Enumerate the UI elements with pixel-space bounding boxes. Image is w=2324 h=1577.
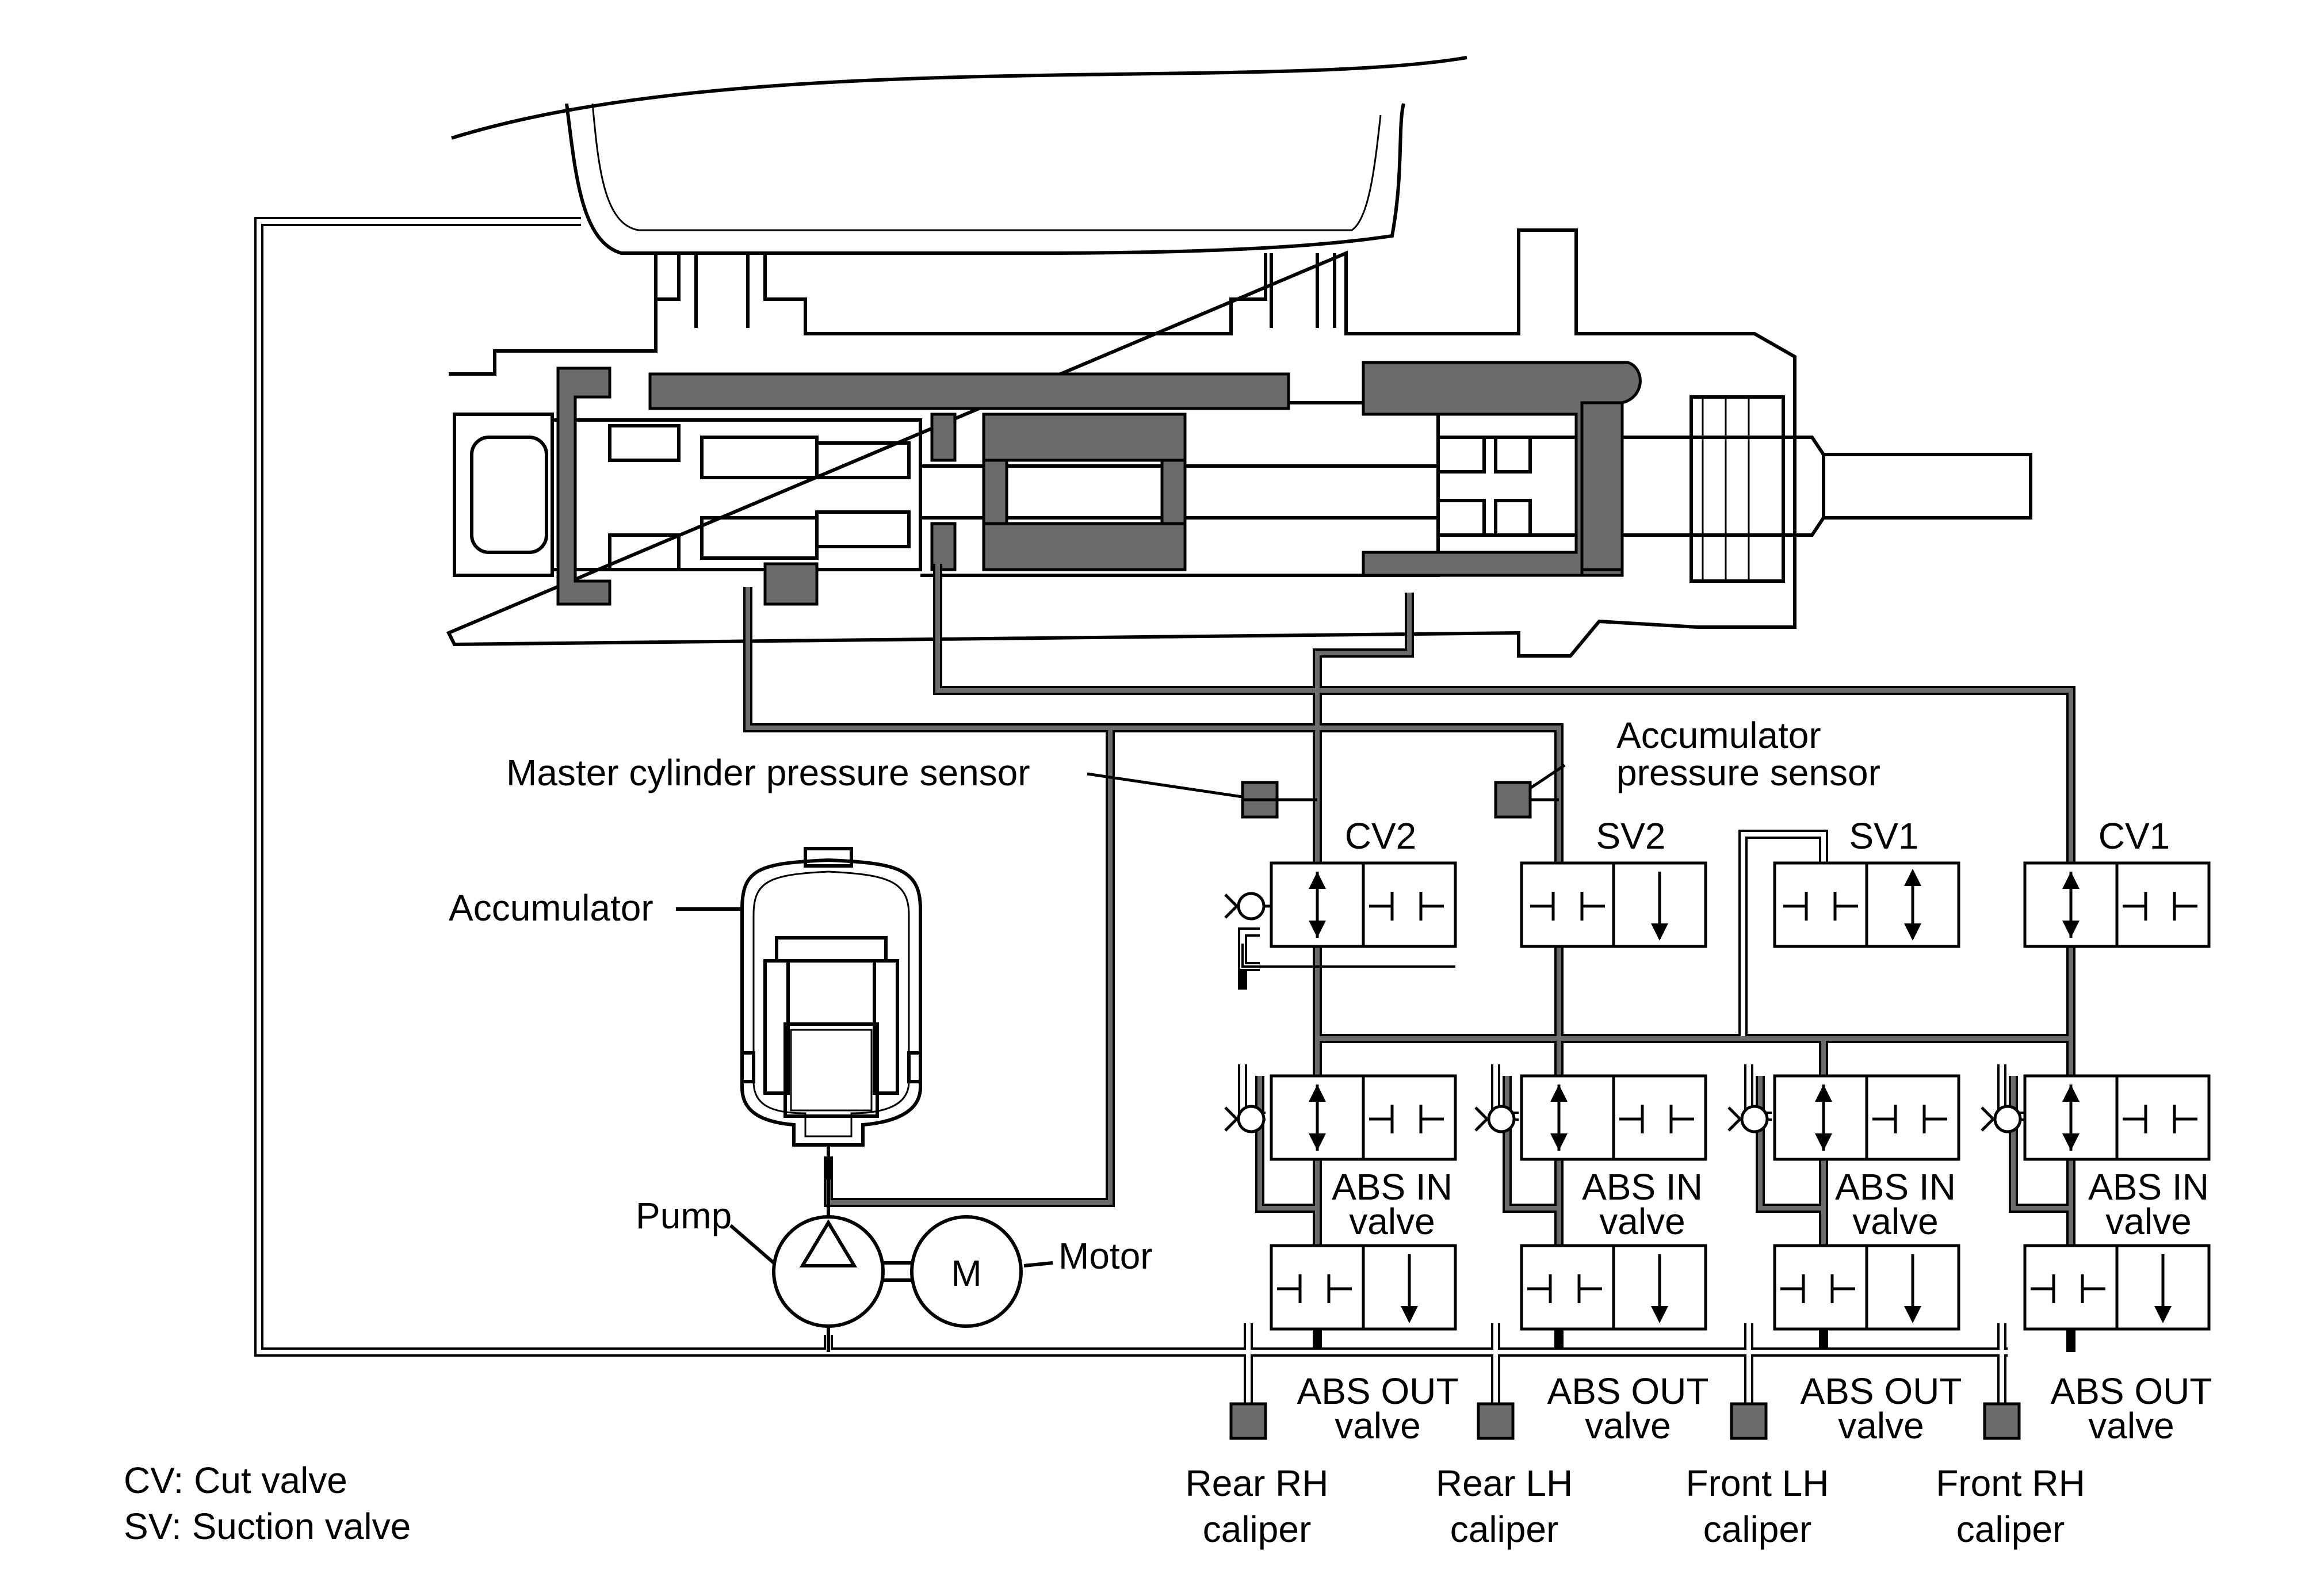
abs-in-label-rear-lh-line1: ABS IN bbox=[1582, 1166, 1703, 1208]
caliper-label-rear-rh-line1: Rear RH bbox=[1186, 1463, 1329, 1504]
abs-out-label-front-rh-line1: ABS OUT bbox=[2051, 1370, 2212, 1412]
caliper-front-lh bbox=[1730, 1402, 1768, 1440]
abs-in-label-rear-rh-line2: valve bbox=[1349, 1201, 1435, 1242]
caliper-rear-lh bbox=[1477, 1402, 1515, 1440]
legend-sv: SV: Suction valve bbox=[124, 1506, 411, 1547]
motor bbox=[910, 1215, 1023, 1328]
sv2-label: SV2 bbox=[1596, 815, 1666, 857]
master-cylinder-pressure-sensor-label: Master cylinder pressure sensor bbox=[506, 752, 1030, 793]
abs-out-label-front-lh-line1: ABS OUT bbox=[1801, 1370, 1962, 1412]
abs-out-label-front-rh-line2: valve bbox=[2088, 1405, 2174, 1446]
abs-out-label-rear-lh-line2: valve bbox=[1585, 1405, 1671, 1446]
sv1-label: SV1 bbox=[1849, 815, 1919, 857]
cv1-label: CV1 bbox=[2099, 815, 2170, 857]
master-cylinder bbox=[446, 228, 2032, 658]
accumulator bbox=[740, 847, 922, 1185]
pump bbox=[772, 1215, 885, 1328]
caliper-label-rear-lh-line2: caliper bbox=[1450, 1509, 1559, 1550]
accumulator-pressure-sensor bbox=[1494, 781, 1532, 819]
abs-in-label-front-lh-line1: ABS IN bbox=[1835, 1166, 1956, 1208]
caliper-label-front-rh-line1: Front RH bbox=[1936, 1463, 2085, 1504]
reservoir bbox=[451, 56, 1467, 255]
abs-in-label-front-lh-line2: valve bbox=[1852, 1201, 1938, 1242]
abs-out-label-rear-lh-line1: ABS OUT bbox=[1547, 1370, 1709, 1412]
abs-out-label-front-lh-line2: valve bbox=[1838, 1405, 1924, 1446]
fluid-chambers bbox=[556, 361, 1642, 606]
abs-in-label-front-rh-line2: valve bbox=[2105, 1201, 2191, 1242]
abs-out-label-rear-rh-line2: valve bbox=[1335, 1405, 1420, 1446]
caliper-rear-rh bbox=[1229, 1402, 1267, 1440]
caliper-label-rear-lh-line1: Rear LH bbox=[1436, 1463, 1573, 1504]
legend-cv: CV: Cut valve bbox=[124, 1460, 347, 1501]
motor-label: Motor bbox=[1058, 1235, 1153, 1277]
cv2-label: CV2 bbox=[1345, 815, 1417, 857]
abs-in-label-rear-lh-line2: valve bbox=[1599, 1201, 1685, 1242]
accumulator-pressure-sensor-label-line1: Accumulator bbox=[1616, 715, 1821, 756]
abs-in-label-rear-rh-line1: ABS IN bbox=[1332, 1166, 1452, 1208]
abs-in-label-front-rh-line1: ABS IN bbox=[2088, 1166, 2209, 1208]
caliper-label-front-lh-line1: Front LH bbox=[1686, 1463, 1829, 1504]
caliper-label-rear-rh-line2: caliper bbox=[1203, 1509, 1312, 1550]
calipers bbox=[1229, 1402, 2021, 1440]
caliper-front-rh bbox=[1983, 1402, 2021, 1440]
caliper-label-front-lh-line2: caliper bbox=[1703, 1509, 1812, 1550]
motor-symbol: M bbox=[951, 1253, 981, 1294]
abs-out-label-rear-rh-line1: ABS OUT bbox=[1297, 1370, 1459, 1412]
accumulator-pressure-sensor-label-line2: pressure sensor bbox=[1616, 752, 1880, 793]
diagram-labels: Master cylinder pressure sensor Accumula… bbox=[124, 715, 2212, 1550]
pump-label: Pump bbox=[636, 1195, 732, 1236]
accumulator-label: Accumulator bbox=[449, 887, 653, 929]
caliper-label-front-rh-line2: caliper bbox=[1956, 1509, 2065, 1550]
